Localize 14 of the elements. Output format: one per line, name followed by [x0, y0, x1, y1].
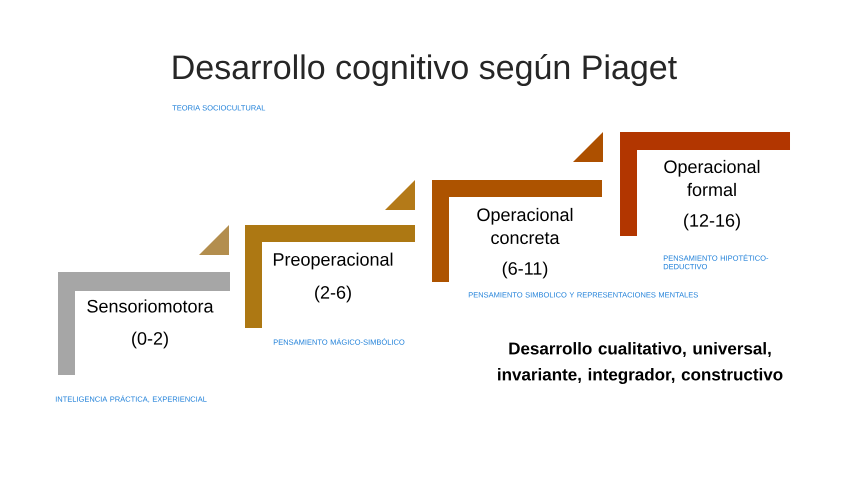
title: Desarrollo cognitivo según Piaget: [174, 54, 677, 86]
step-shape: [58, 272, 230, 375]
stage-label: Operacional formal: [664, 160, 760, 196]
step-shape: [245, 225, 415, 328]
stage-label: Sensoriomotora: [87, 299, 214, 313]
step-shape: [620, 132, 790, 236]
summary-text: Desarrollo cualitativo, universal, invariante, integrador, constructivo: [498, 342, 782, 384]
step-shape: [432, 180, 602, 282]
stage-label: (0-2): [132, 332, 168, 348]
stage-label: (12-16): [684, 214, 740, 230]
stage-label: Operacional concreta: [477, 208, 572, 244]
stage-label: Preoperacional: [274, 252, 392, 270]
stage-label: (6-11): [502, 262, 548, 278]
stage-label: (2-6): [315, 286, 351, 302]
